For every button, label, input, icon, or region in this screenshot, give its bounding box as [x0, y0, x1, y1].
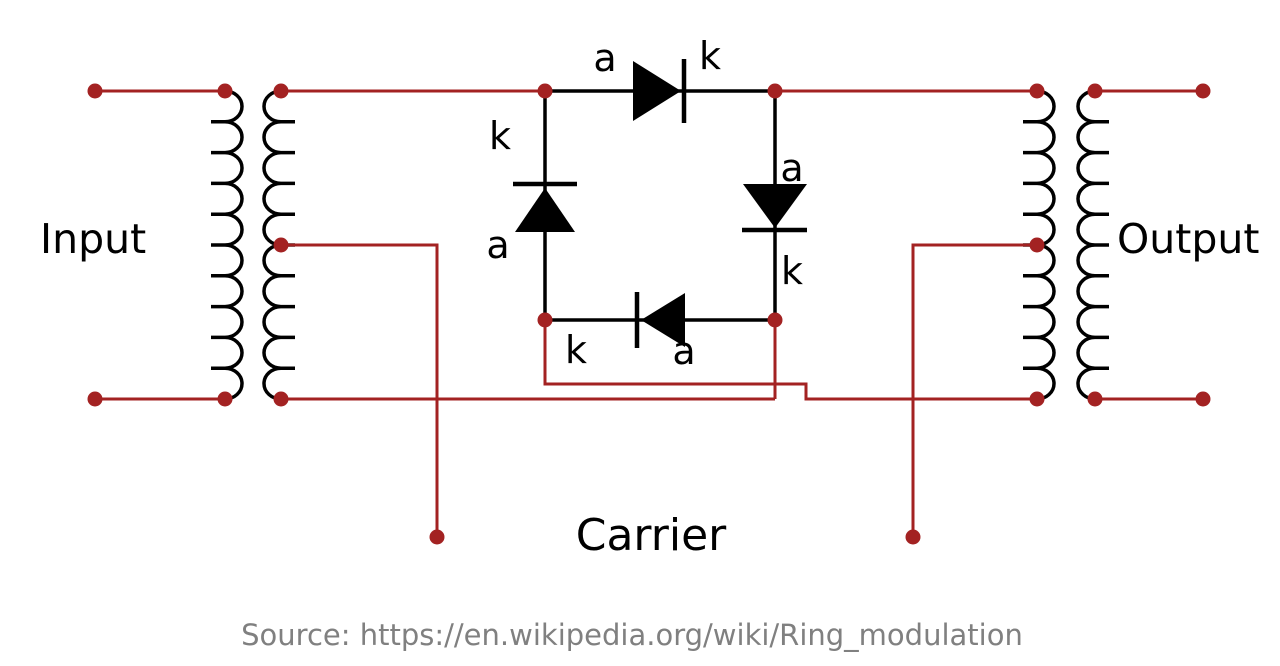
terminal-dot — [1195, 391, 1211, 407]
input-center-tap-dot — [273, 237, 289, 253]
diode-top — [633, 59, 687, 123]
source-caption: Source: https://en.wikipedia.org/wiki/Ri… — [241, 618, 1023, 652]
diode-bottom-triangle-icon — [641, 293, 685, 347]
diode-left-anode-label: a — [486, 223, 509, 267]
wires — [95, 89, 1203, 537]
terminal-dot — [87, 83, 103, 99]
diode-top-triangle-icon — [633, 61, 681, 121]
output-center-tap-dot — [1029, 237, 1045, 253]
diode-left-cathode-label: k — [489, 114, 511, 158]
junction-dot — [1029, 391, 1045, 407]
input-primary-coil-icon — [211, 89, 244, 401]
junction-dots — [87, 83, 1211, 545]
diode-right-triangle-icon — [743, 184, 807, 228]
diode-top-cathode-label: k — [699, 34, 721, 78]
diode-bottom — [634, 292, 685, 348]
junction-dot — [1087, 83, 1103, 99]
terminal-dot — [87, 391, 103, 407]
diode-left-triangle-icon — [515, 188, 575, 232]
output-transformer — [1023, 89, 1109, 401]
junction-dot — [537, 312, 553, 328]
junction-dot — [767, 83, 783, 99]
input-label: Input — [40, 215, 146, 263]
diode-left — [513, 181, 577, 232]
junction-dot — [217, 83, 233, 99]
carrier-label: Carrier — [576, 510, 727, 561]
junction-dot — [217, 391, 233, 407]
diode-top-anode-label: a — [593, 36, 616, 80]
labels: Input Output Carrier a k k a a k k a Sou… — [40, 34, 1259, 652]
junction-dot — [537, 83, 553, 99]
diode-right-anode-label: a — [780, 146, 803, 190]
diode-ring — [513, 59, 807, 348]
wire-carrier-right — [911, 243, 1037, 537]
junction-dot — [273, 391, 289, 407]
carrier-terminal-dot — [429, 529, 445, 545]
wire-carrier-left — [281, 243, 439, 537]
carrier-terminal-dot — [905, 529, 921, 545]
terminal-dot — [1195, 83, 1211, 99]
output-label: Output — [1117, 215, 1259, 263]
junction-dot — [1087, 391, 1103, 407]
diode-bottom-anode-label: a — [672, 329, 695, 373]
wire-ring-left-crossover — [543, 320, 1037, 401]
junction-dot — [273, 83, 289, 99]
diode-right-cathode-label: k — [781, 249, 803, 293]
diode-right — [742, 184, 807, 233]
junction-dot — [767, 312, 783, 328]
diode-bottom-cathode-label: k — [565, 328, 587, 372]
junction-dot — [1029, 83, 1045, 99]
output-secondary-coil-icon — [1076, 89, 1109, 401]
